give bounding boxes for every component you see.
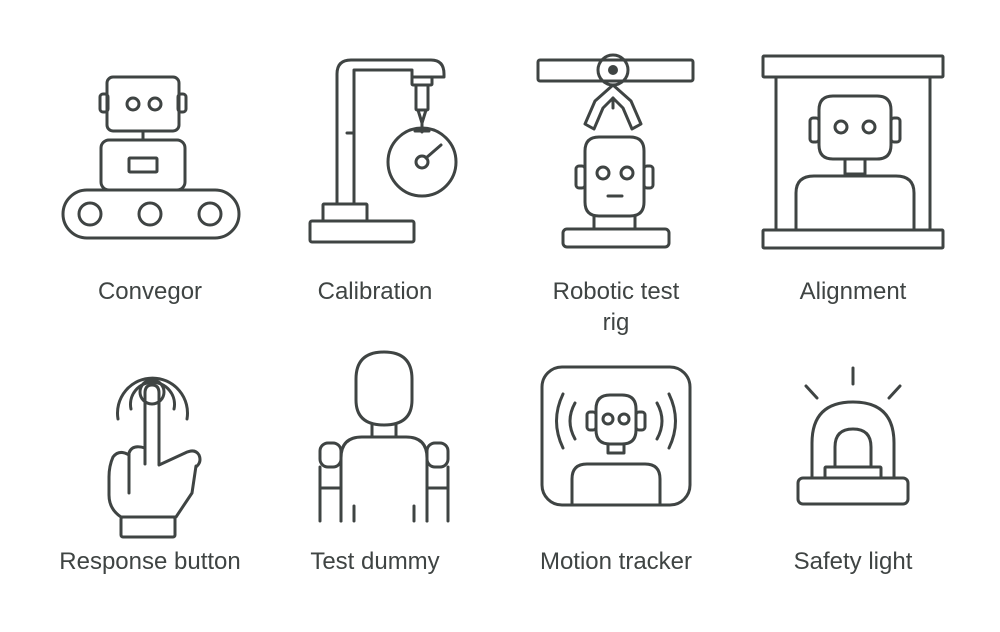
label-motion-tracker: Motion tracker: [539, 548, 693, 575]
calibration-item: Calibration: [250, 0, 500, 316]
response-button-item: Response button: [25, 316, 275, 632]
label-response-button: Response button: [59, 548, 241, 575]
conveyor-robot-icon: [25, 0, 275, 260]
label-calibration: Calibration: [317, 278, 433, 305]
label-alignment: Alignment: [799, 278, 907, 305]
alignment-item: Alignment: [728, 0, 978, 316]
label-convegor: Convegor: [97, 278, 203, 305]
touch-button-icon: [25, 316, 275, 576]
label-test-dummy: Test dummy: [310, 548, 440, 575]
safety-light-icon: [728, 316, 978, 576]
motion-tracker-item: Motion tracker: [491, 316, 741, 632]
test-dummy-icon: [250, 316, 500, 576]
calibration-gauge-icon: [250, 0, 500, 260]
motion-tracker-icon: [491, 316, 741, 576]
alignment-frame-icon: [728, 0, 978, 260]
test-dummy-item: Test dummy: [250, 316, 500, 632]
safety-light-item: Safety light: [728, 316, 978, 632]
robotic-test-rig-icon: [491, 0, 741, 260]
label-safety-light: Safety light: [793, 548, 913, 575]
conveyor-item: Convegor: [25, 0, 275, 316]
